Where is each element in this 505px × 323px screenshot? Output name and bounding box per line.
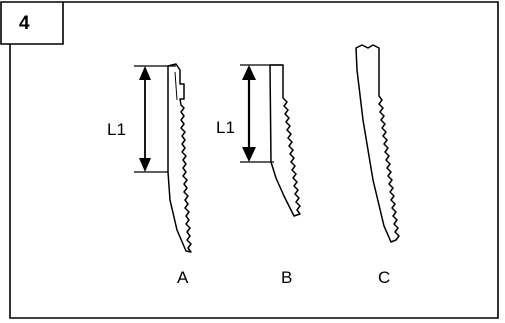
blade-a-dimension-label: L1	[107, 120, 126, 139]
blade-b: L1	[216, 64, 301, 217]
blade-a-outline	[167, 63, 192, 253]
figure-number: 4	[19, 13, 30, 34]
blade-a-arrow-up	[139, 66, 151, 80]
blade-c	[355, 44, 400, 243]
blade-a: L1	[107, 63, 192, 253]
blade-b-arrow-up	[242, 65, 256, 80]
blade-a-arrow-down	[139, 158, 151, 172]
figure-frame	[0, 1, 499, 319]
blade-b-dimension-label: L1	[216, 118, 235, 137]
blade-b-label: B	[281, 268, 292, 287]
blade-a-inner-line	[174, 71, 178, 101]
blade-b-outline	[269, 64, 301, 217]
blade-c-label: C	[378, 268, 390, 287]
blade-b-arrow-down	[242, 147, 256, 162]
blade-a-label: A	[177, 268, 189, 287]
blade-c-outline	[355, 44, 400, 243]
